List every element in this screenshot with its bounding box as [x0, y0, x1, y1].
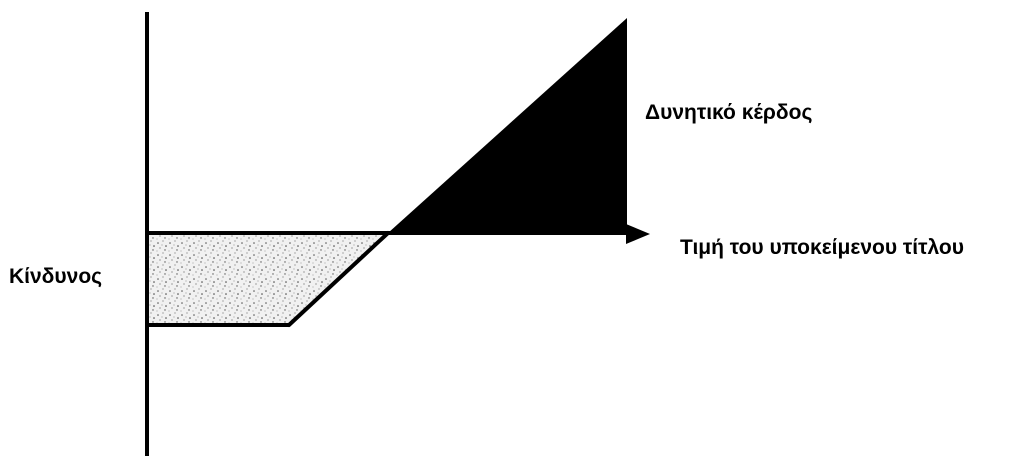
payoff-diagonal — [287, 231, 390, 327]
risk-area — [147, 233, 388, 325]
horizontal-axis-arrowhead — [626, 224, 650, 244]
underlying-price-label: Τιμή του υποκείμενου τίτλου — [680, 236, 964, 259]
profit-area — [388, 18, 627, 233]
risk-label: Κίνδυνος — [9, 265, 103, 288]
potential-profit-label: Δυνητικό κέρδος — [645, 101, 813, 124]
